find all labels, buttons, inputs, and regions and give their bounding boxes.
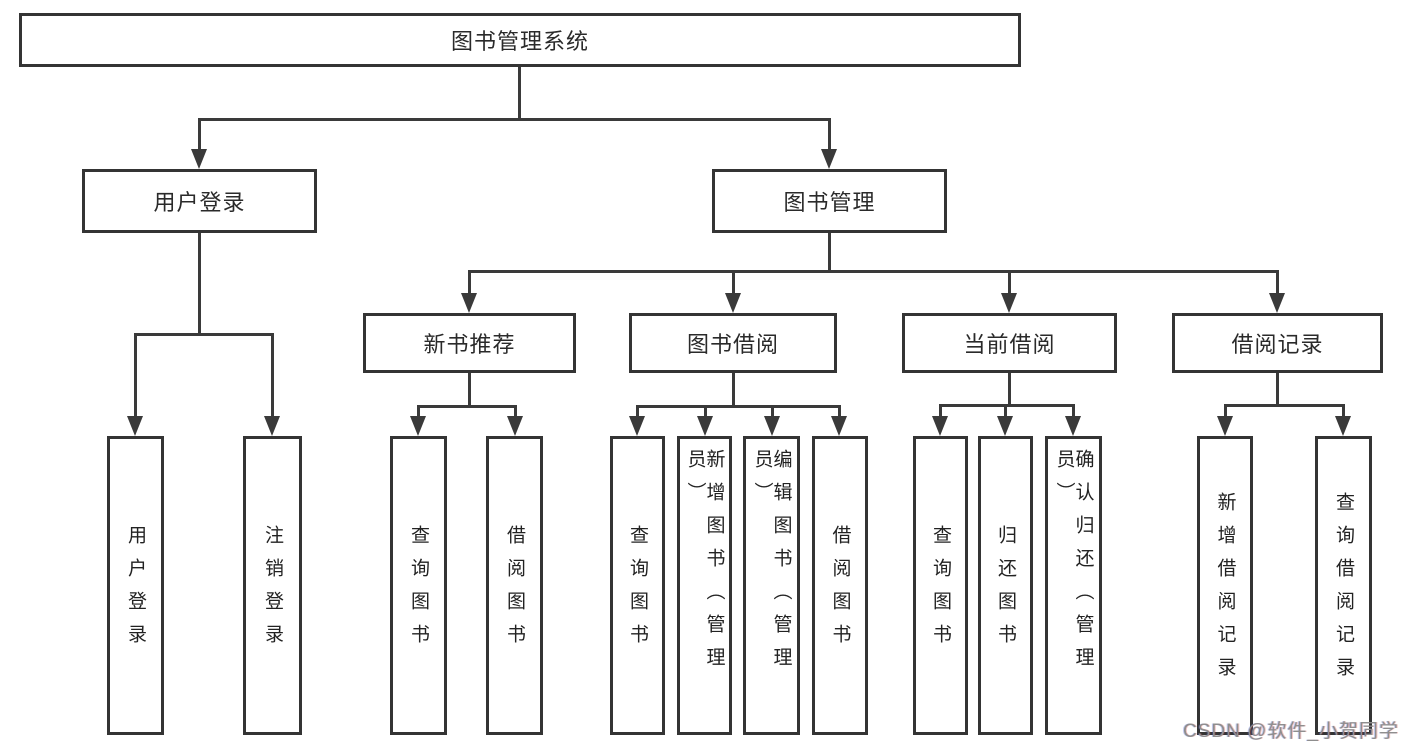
- arrow-down-icon: [191, 149, 207, 169]
- connector-line: [636, 405, 639, 419]
- leaf-borrow-books: 借阅图书: [812, 436, 868, 735]
- leaf-query-books-recommend: 查询图书: [390, 436, 447, 735]
- connector-line: [514, 405, 517, 419]
- node-current-borrowing: 当前借阅: [902, 313, 1117, 373]
- leaf-borrow-books-recommend: 借阅图书: [486, 436, 543, 735]
- connector-line: [468, 373, 471, 408]
- connector-line: [1276, 270, 1279, 296]
- connector-line: [468, 270, 471, 296]
- connector-line: [838, 405, 841, 419]
- connector-line: [828, 233, 831, 273]
- connector-line: [939, 404, 942, 419]
- arrow-down-icon: [831, 416, 847, 436]
- connector-line: [468, 270, 1278, 273]
- connector-line: [636, 405, 841, 408]
- node-borrowing-records: 借阅记录: [1172, 313, 1383, 373]
- connector-line: [939, 404, 1075, 407]
- arrow-down-icon: [629, 416, 645, 436]
- connector-line: [732, 373, 735, 408]
- connector-line: [271, 333, 274, 418]
- leaf-query-books-borrow: 查询图书: [610, 436, 665, 735]
- arrow-down-icon: [410, 416, 426, 436]
- connector-line: [704, 405, 707, 419]
- connector-line: [198, 118, 831, 121]
- connector-line: [1072, 404, 1075, 419]
- leaf-add-book-admin: 新增图书（管理员）: [677, 436, 732, 735]
- leaf-edit-book-admin: 编辑图书（管理员）: [743, 436, 800, 735]
- connector-line: [732, 270, 735, 296]
- node-new-book-recommendation: 新书推荐: [363, 313, 576, 373]
- leaf-logout: 注销登录: [243, 436, 302, 735]
- arrow-down-icon: [997, 416, 1013, 436]
- node-book-borrowing: 图书借阅: [629, 313, 837, 373]
- connector-line: [1224, 404, 1227, 419]
- arrow-down-icon: [1001, 293, 1017, 313]
- arrow-down-icon: [932, 416, 948, 436]
- leaf-confirm-return-admin: 确认归还（管理员）: [1045, 436, 1102, 735]
- leaf-query-books-current: 查询图书: [913, 436, 968, 735]
- connector-line: [1008, 373, 1011, 407]
- arrow-down-icon: [461, 293, 477, 313]
- arrow-down-icon: [127, 416, 143, 436]
- node-root-library-system: 图书管理系统: [19, 13, 1021, 67]
- connector-line: [134, 333, 274, 336]
- connector-line: [828, 118, 831, 152]
- arrow-down-icon: [697, 416, 713, 436]
- csdn-watermark: CSDN @软件_小贺同学: [1183, 721, 1399, 742]
- arrow-down-icon: [507, 416, 523, 436]
- connector-line: [1004, 404, 1007, 419]
- connector-line: [198, 118, 201, 152]
- connector-line: [417, 405, 517, 408]
- connector-line: [1276, 373, 1279, 407]
- connector-line: [518, 67, 521, 120]
- arrow-down-icon: [725, 293, 741, 313]
- node-book-management: 图书管理: [712, 169, 947, 233]
- node-user-login: 用户登录: [82, 169, 317, 233]
- arrow-down-icon: [1335, 416, 1351, 436]
- connector-line: [198, 233, 201, 336]
- leaf-add-borrow-record: 新增借阅记录: [1197, 436, 1253, 735]
- arrow-down-icon: [1065, 416, 1081, 436]
- connector-line: [1342, 404, 1345, 419]
- arrow-down-icon: [821, 149, 837, 169]
- connector-line: [771, 405, 774, 419]
- leaf-return-book: 归还图书: [978, 436, 1033, 735]
- leaf-query-borrow-record: 查询借阅记录: [1315, 436, 1372, 735]
- connector-line: [1224, 404, 1344, 407]
- arrow-down-icon: [764, 416, 780, 436]
- connector-line: [134, 333, 137, 418]
- connector-line: [1008, 270, 1011, 296]
- connector-line: [417, 405, 420, 419]
- arrow-down-icon: [1269, 293, 1285, 313]
- leaf-user-login: 用户登录: [107, 436, 164, 735]
- arrow-down-icon: [264, 416, 280, 436]
- arrow-down-icon: [1217, 416, 1233, 436]
